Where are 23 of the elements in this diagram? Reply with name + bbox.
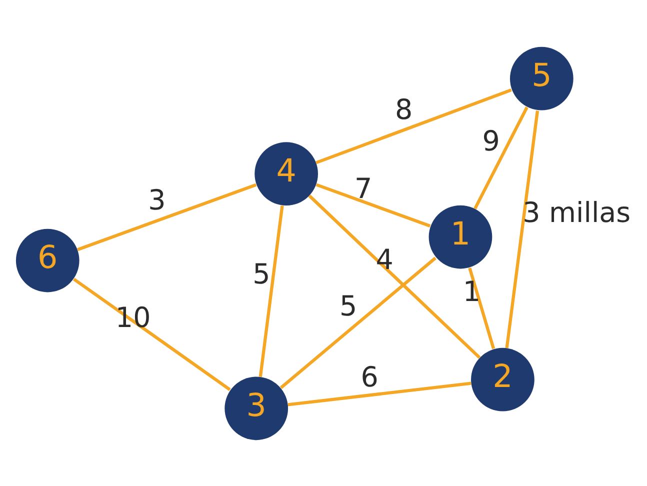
node-circle: 4 [254,142,318,205]
edge-label: 6 [360,360,378,393]
edge-label: 9 [482,124,500,157]
connector [505,110,540,348]
connector [280,256,436,388]
node-circle: 3 [224,376,288,440]
edge-label: 5 [339,288,358,322]
connector [258,204,284,376]
node-circle: 6 [16,228,80,292]
edge-label: 5 [252,257,270,290]
edge-label: 7 [354,171,372,204]
connector [474,106,528,209]
connector [77,182,257,251]
connector [72,277,231,390]
edge-label: 8 [394,92,413,126]
node-circle: 2 [471,347,534,411]
node-circle: 1 [428,204,492,268]
connector [316,182,431,227]
node-circle: 5 [510,46,574,110]
connector [288,381,472,406]
connector [308,194,481,358]
connector [316,88,512,164]
edge-label: 3 [148,183,166,216]
